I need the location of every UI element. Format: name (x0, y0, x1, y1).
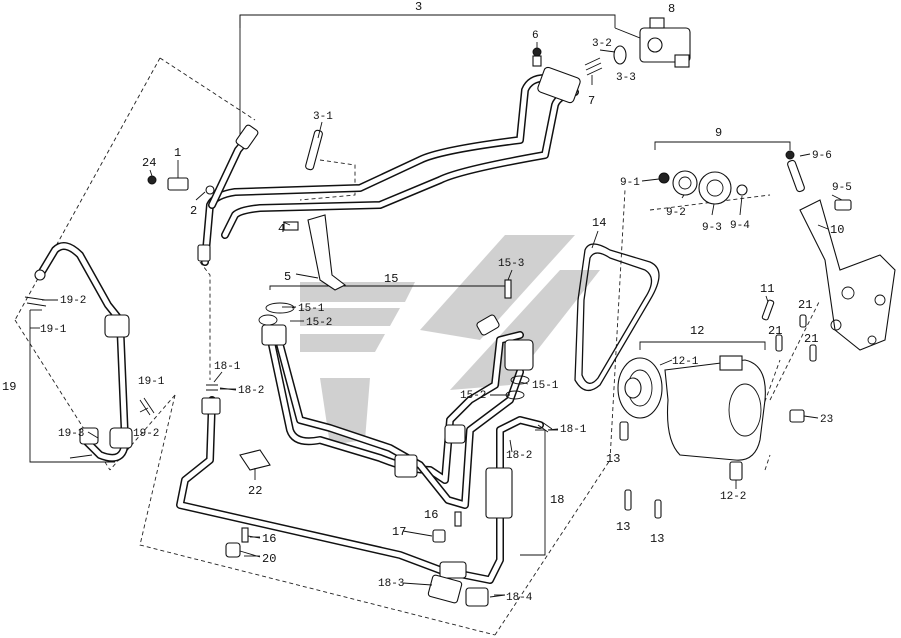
callout-9-4: 9-4 (730, 220, 750, 232)
callout-19-1-bottom: 19-1 (138, 376, 165, 388)
callout-22: 22 (248, 484, 262, 498)
callout-dashes (30, 299, 558, 596)
small-parts-lower (225, 449, 462, 558)
callout-9-1: 9-1 (620, 177, 640, 189)
callout-19-1-top: 19-1 (40, 324, 67, 336)
callout-13-a: 13 (606, 452, 620, 466)
callout-1: 1 (174, 146, 181, 160)
drive-belt-14 (574, 243, 660, 392)
callout-18-2-right: 18-2 (506, 450, 532, 462)
callout-15-2-right: 15-2 (460, 390, 486, 402)
callout-12-2: 12-2 (720, 491, 746, 503)
callout-3: 3 (415, 0, 422, 14)
callout-3-3: 3-3 (616, 72, 636, 84)
callout-20: 20 (262, 552, 276, 566)
callout-18-3: 18-3 (378, 578, 404, 590)
callout-13-c: 13 (650, 532, 664, 546)
callout-3-2: 3-2 (592, 38, 612, 50)
callout-19-3: 19-3 (58, 428, 84, 440)
callout-9-2: 9-2 (666, 207, 686, 219)
callout-15-2-left: 15-2 (306, 317, 332, 329)
callout-24: 24 (142, 156, 156, 170)
callout-21-a: 21 (798, 298, 812, 312)
compressor-12 (617, 299, 817, 519)
callout-21-b: 21 (768, 324, 782, 338)
group-outlines (14, 57, 821, 636)
bracket-10 (799, 199, 896, 351)
callout-3-1: 3-1 (313, 111, 333, 123)
expansion-valve-8 (639, 17, 691, 68)
callout-9-6: 9-6 (812, 150, 832, 162)
pipe-assembly-15 (258, 279, 534, 509)
callout-18-1-left: 18-1 (214, 361, 241, 373)
callout-2: 2 (190, 204, 197, 218)
callout-18-1-right: 18-1 (560, 424, 587, 436)
hose-assembly-19 (24, 242, 155, 462)
callout-12-1: 12-1 (672, 356, 699, 368)
callout-6: 6 (532, 30, 539, 42)
callout-15-3: 15-3 (498, 258, 524, 270)
callout-16-right: 16 (424, 508, 438, 522)
callout-16-left: 16 (262, 532, 276, 546)
callout-7: 7 (588, 94, 595, 108)
callout-15-1-left: 15-1 (298, 303, 325, 315)
callout-18: 18 (550, 493, 564, 507)
callout-15-1-right: 15-1 (532, 380, 559, 392)
callout-labels: 3 8 6 3-2 3-3 7 3-1 24 1 2 4 5 15 15-3 1… (2, 0, 852, 604)
callout-15: 15 (384, 272, 398, 286)
callout-10: 10 (830, 223, 844, 237)
callout-21-c: 21 (804, 332, 818, 346)
group-brackets (29, 14, 791, 556)
callout-19-2-top: 19-2 (60, 295, 86, 307)
watermark-logo (300, 235, 600, 445)
callout-17: 17 (392, 525, 406, 539)
callout-9: 9 (715, 126, 722, 140)
compressor-clutch-parts-9 (658, 150, 852, 211)
callout-23: 23 (820, 414, 833, 426)
callout-11: 11 (760, 282, 774, 296)
pipe-assembly-18 (176, 384, 553, 607)
callout-12: 12 (690, 324, 704, 338)
callout-9-3: 9-3 (702, 222, 722, 234)
small-parts-upper (147, 45, 627, 291)
callout-19-2-bottom: 19-2 (133, 428, 159, 440)
callout-14: 14 (592, 216, 606, 230)
callout-18-2-left: 18-2 (238, 385, 264, 397)
callout-19: 19 (2, 380, 16, 394)
pipe-assembly-3 (197, 66, 581, 266)
callout-13-b: 13 (616, 520, 630, 534)
callout-18-4: 18-4 (506, 592, 533, 604)
callout-4: 4 (278, 222, 285, 236)
callout-8: 8 (668, 2, 675, 16)
callout-9-5: 9-5 (832, 182, 852, 194)
callout-5: 5 (284, 270, 291, 284)
